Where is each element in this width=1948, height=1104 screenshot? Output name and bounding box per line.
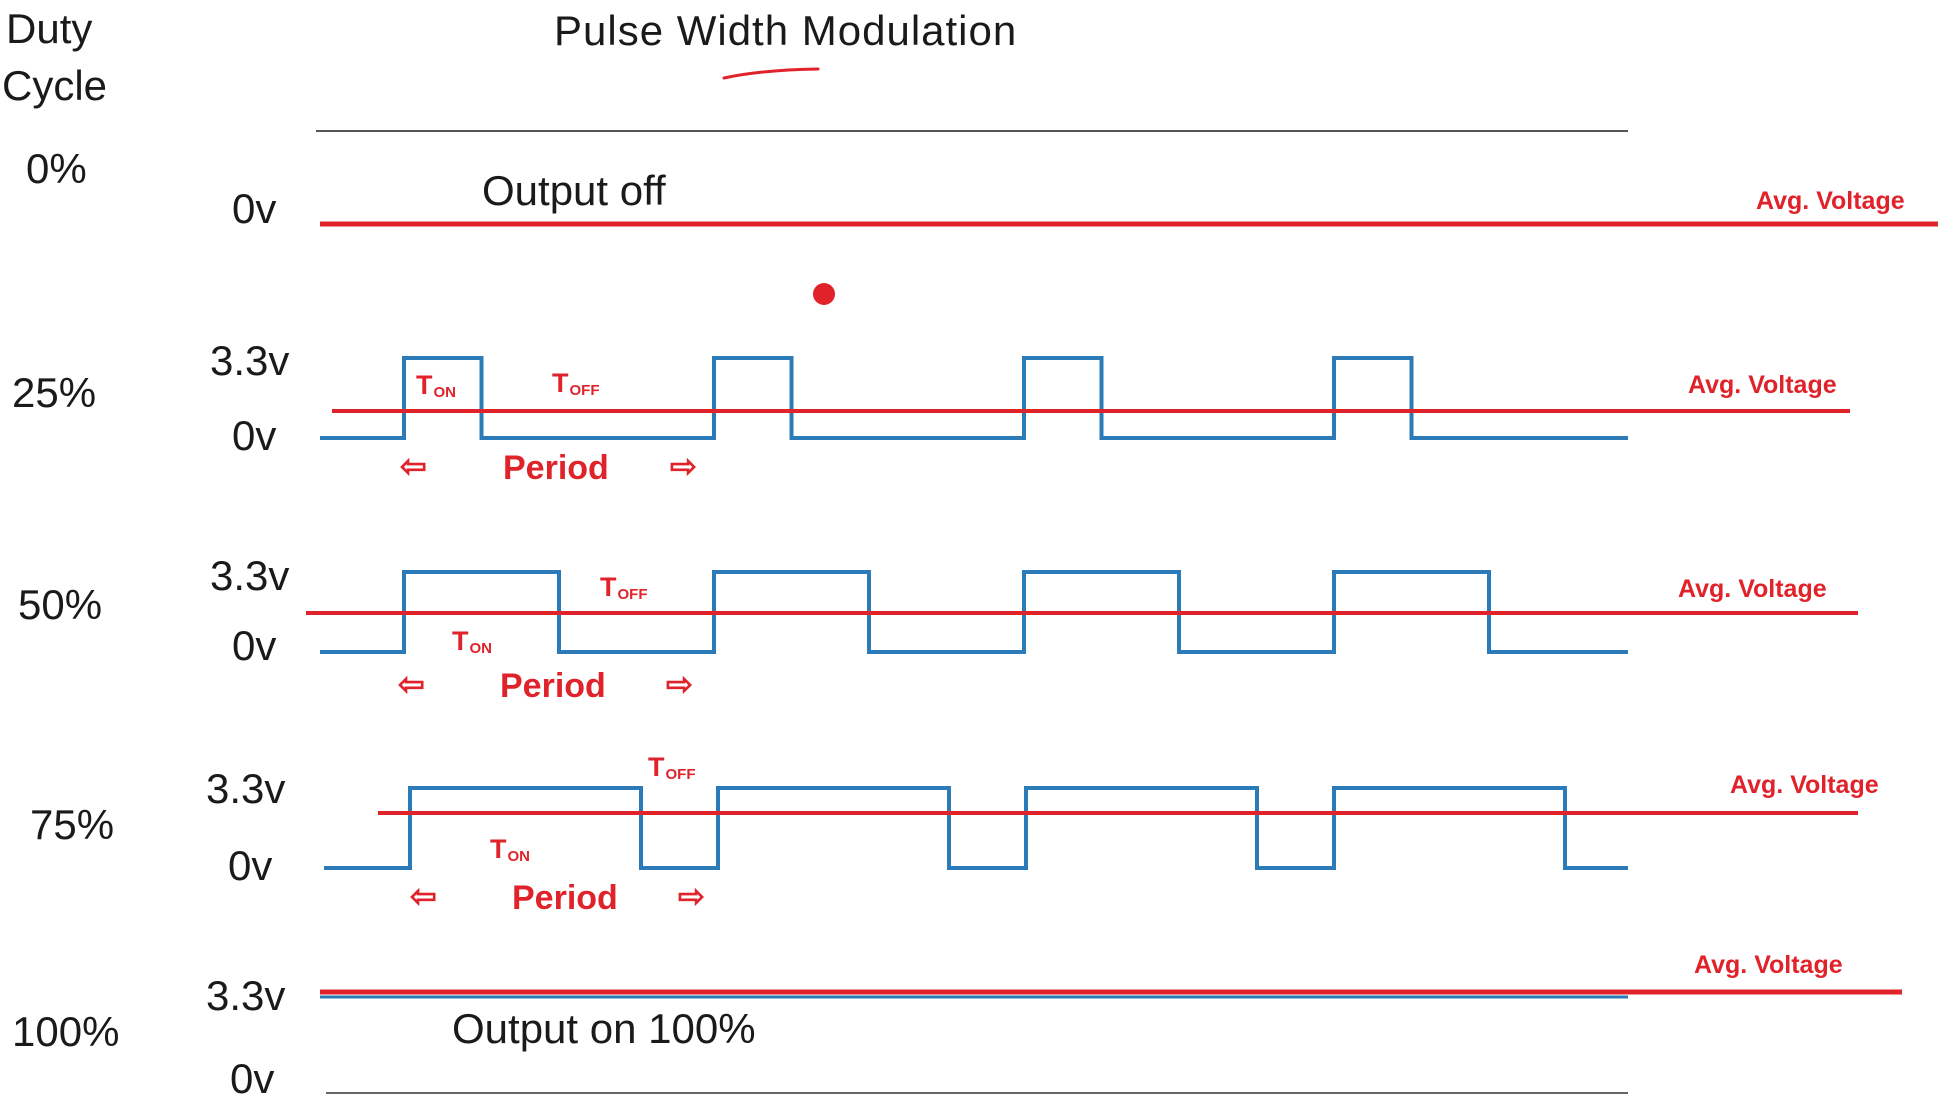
- note-output-off: Output off: [482, 167, 666, 214]
- duty-label-100: 100%: [12, 1008, 120, 1055]
- toff-label-75: TOFF: [648, 752, 696, 783]
- duty-label-25: 25%: [12, 369, 97, 416]
- avg-voltage-label-50: Avg. Voltage: [1678, 575, 1827, 603]
- ton-label-75: TON: [490, 834, 530, 865]
- avg-voltage-label-75: Avg. Voltage: [1730, 771, 1879, 799]
- low-label-75: 0v: [228, 842, 273, 889]
- high-label-75: 3.3v: [206, 765, 286, 812]
- period-arrow-right-25: ⇨: [670, 448, 697, 484]
- high-label-25: 3.3v: [210, 337, 290, 384]
- low-label-0: 0v: [232, 185, 277, 232]
- duty-label-50: 50%: [18, 581, 103, 628]
- annotation-dot: [813, 283, 835, 305]
- waveforms: [306, 221, 1938, 1094]
- page-title: Pulse Width Modulation: [554, 7, 1018, 54]
- period-arrow-left-25: ⇦: [400, 448, 427, 484]
- duty-label-75: 75%: [30, 801, 115, 848]
- period-arrow-right-50: ⇨: [666, 666, 693, 702]
- duty-header-line1: Duty: [6, 5, 93, 52]
- period-arrow-right-75: ⇨: [678, 878, 705, 914]
- low-label-50: 0v: [232, 622, 277, 669]
- pwm-signal-75%: [324, 786, 1628, 870]
- high-label-100: 3.3v: [206, 972, 286, 1019]
- high-label-50: 3.3v: [210, 552, 290, 599]
- pwm-signal-25%: [320, 356, 1628, 440]
- low-label-100: 0v: [230, 1055, 275, 1102]
- avg-voltage-label-25: Avg. Voltage: [1688, 371, 1837, 399]
- pwm-signal-50%: [320, 570, 1628, 654]
- period-arrow-left-75: ⇦: [410, 878, 437, 914]
- duty-label-0: 0%: [26, 145, 87, 192]
- period-label-25: Period: [503, 449, 609, 487]
- period-arrow-left-50: ⇦: [398, 666, 425, 702]
- ton-label-25: TON: [416, 370, 456, 401]
- period-label-75: Period: [512, 879, 618, 917]
- duty-header-line2: Cycle: [2, 62, 108, 109]
- period-label-50: Period: [500, 667, 606, 705]
- low-label-25: 0v: [232, 412, 277, 459]
- toff-label-25: TOFF: [552, 368, 600, 399]
- note-output-on: Output on 100%: [452, 1005, 756, 1052]
- avg-voltage-label-100: Avg. Voltage: [1694, 951, 1843, 979]
- toff-label-50: TOFF: [600, 572, 648, 603]
- title-underline-scribble: [722, 67, 820, 80]
- avg-voltage-label-0: Avg. Voltage: [1756, 187, 1905, 215]
- ton-label-50: TON: [452, 626, 492, 657]
